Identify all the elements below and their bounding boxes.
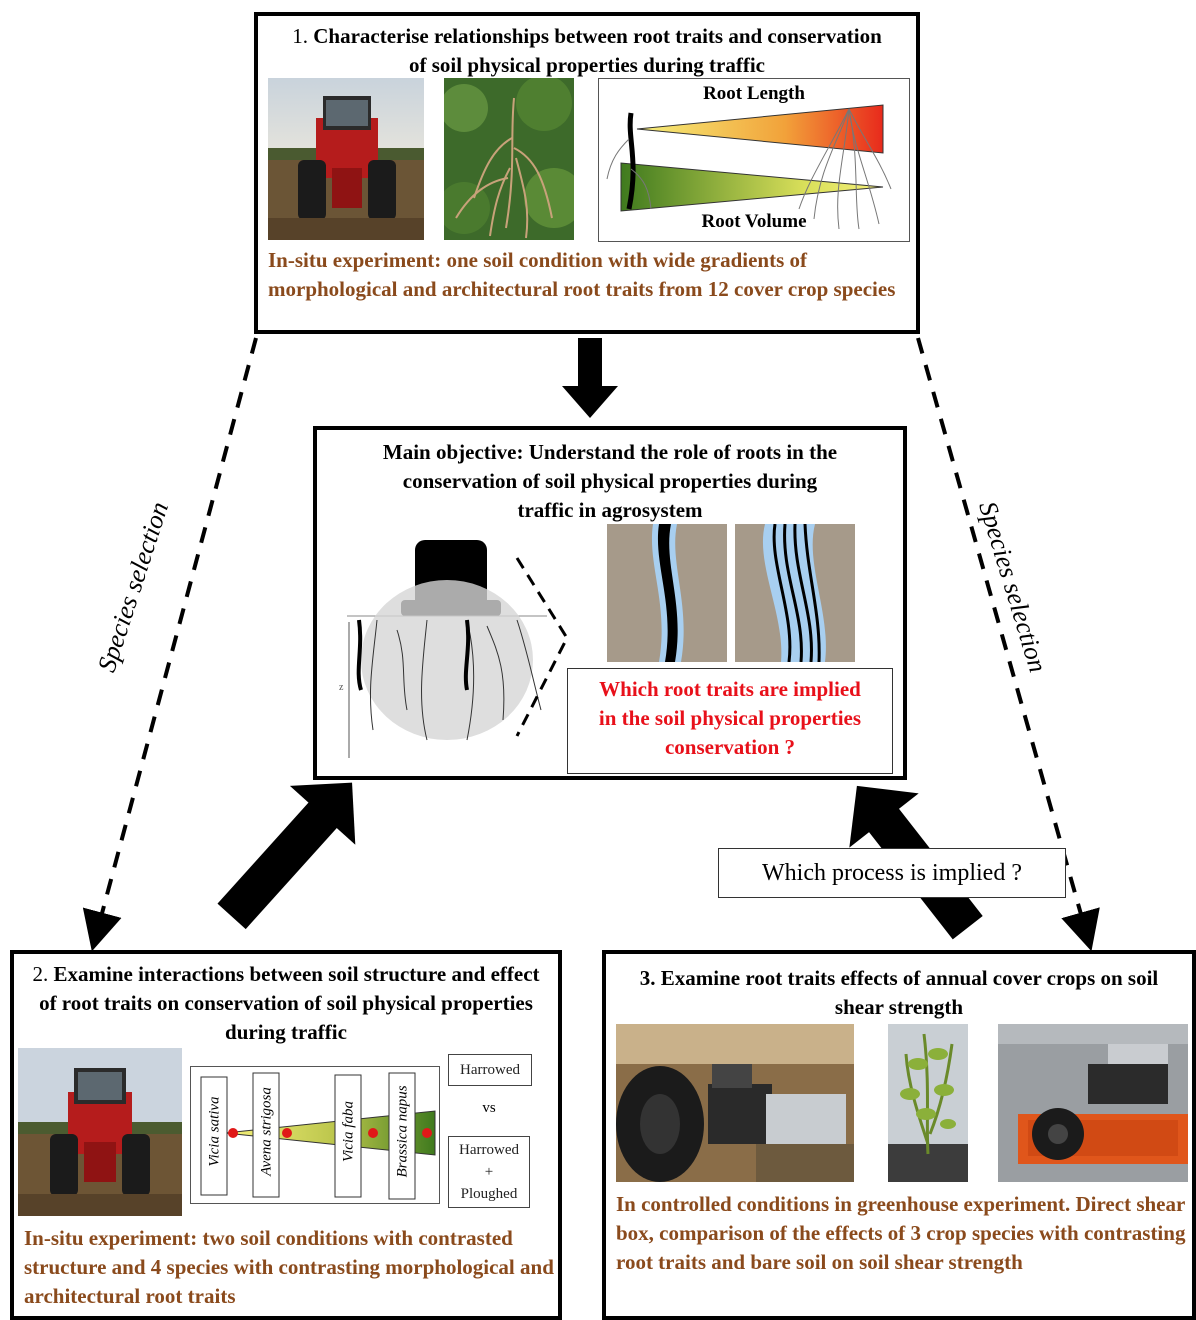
- root-volume-wedge: [620, 162, 884, 212]
- main-objective-box: Main objective: Understand the role of r…: [313, 426, 907, 780]
- left-box-description: In-situ experiment: two soil conditions …: [24, 1226, 554, 1308]
- right-box-number: 3.: [639, 966, 656, 990]
- harrowed-ploughed-line-3: Ploughed: [460, 1186, 518, 1202]
- z-axis-label: z: [339, 682, 344, 693]
- root-photo: [444, 78, 574, 240]
- harrowed-ploughed-label: Harrowed + Ploughed: [448, 1136, 530, 1208]
- root-volume-label: Root Volume: [701, 211, 807, 232]
- right-box-description: In controlled conditions in greenhouse e…: [616, 1192, 1186, 1274]
- species-point-1: [228, 1128, 238, 1138]
- left-box-number: 2.: [32, 962, 49, 986]
- harrowed-ploughed-line-1: Harrowed: [459, 1142, 519, 1158]
- vs-label: vs: [482, 1100, 496, 1116]
- process-question-box: Which process is implied ?: [718, 848, 1066, 898]
- root-gradient-diagram: Root Length Root Volume: [598, 78, 910, 242]
- left-box-title-text: Examine interactions between soil struct…: [39, 962, 540, 1044]
- species-point-2: [282, 1128, 292, 1138]
- root-traits-question-box: Which root traits are implied in the soi…: [567, 668, 893, 774]
- dashed-line-left: [82, 337, 258, 952]
- shear-box-photo: [616, 1024, 854, 1182]
- root-length-label: Root Length: [703, 83, 805, 104]
- species-label-vicia-sativa: Vicia sativa: [206, 1096, 223, 1167]
- tractor-photo: [268, 78, 424, 240]
- top-box-number: 1.: [292, 24, 308, 48]
- arrow-up-right-icon: [217, 782, 356, 930]
- dashed-line-right: [916, 337, 1100, 952]
- harrowed-ploughed-line-2: +: [484, 1164, 494, 1180]
- process-question: Which process is implied ?: [762, 860, 1022, 886]
- tire-soil-diagram: z: [339, 540, 547, 758]
- left-box-title: 2. Examine interactions between soil str…: [14, 960, 558, 1047]
- top-box-title-text: Characterise relationships between root …: [313, 24, 882, 77]
- arrow-down-icon: [562, 338, 618, 418]
- species-label-brassica-napus: Brassica napus: [394, 1085, 411, 1178]
- species-point-3: [368, 1128, 378, 1138]
- right-box-title: 3. Examine root traits effects of annual…: [606, 964, 1192, 1022]
- species-wedge: [224, 1110, 436, 1156]
- tractor-photo-left: [18, 1048, 182, 1216]
- main-objective-title: Main objective: Understand the role of r…: [382, 440, 838, 522]
- root-traits-question: Which root traits are implied in the soi…: [598, 677, 862, 759]
- soil-panel-fibrous-roots: [735, 524, 855, 662]
- left-objective-box: 2. Examine interactions between soil str…: [10, 950, 562, 1320]
- zoom-chevron-icon: [515, 557, 569, 737]
- root-length-wedge: [636, 104, 884, 154]
- species-gradient-diagram: Vicia sativa Avena strigosa Vicia faba B…: [190, 1066, 440, 1204]
- soil-panel-single-root: [607, 524, 727, 662]
- species-label-avena-strigosa: Avena strigosa: [258, 1087, 275, 1176]
- species-point-4: [422, 1128, 432, 1138]
- right-box-title-text: Examine root traits effects of annual co…: [660, 966, 1159, 1019]
- top-objective-box: 1. Characterise relationships between ro…: [254, 12, 920, 334]
- top-box-title: 1. Characterise relationships between ro…: [258, 22, 916, 80]
- right-objective-box: 3. Examine root traits effects of annual…: [602, 950, 1196, 1320]
- plant-photo: [888, 1024, 968, 1182]
- top-box-description: In-situ experiment: one soil condition w…: [268, 248, 896, 301]
- shear-machine-photo: [998, 1024, 1188, 1182]
- harrowed-label: Harrowed: [448, 1054, 532, 1086]
- species-label-vicia-faba: Vicia faba: [340, 1101, 357, 1162]
